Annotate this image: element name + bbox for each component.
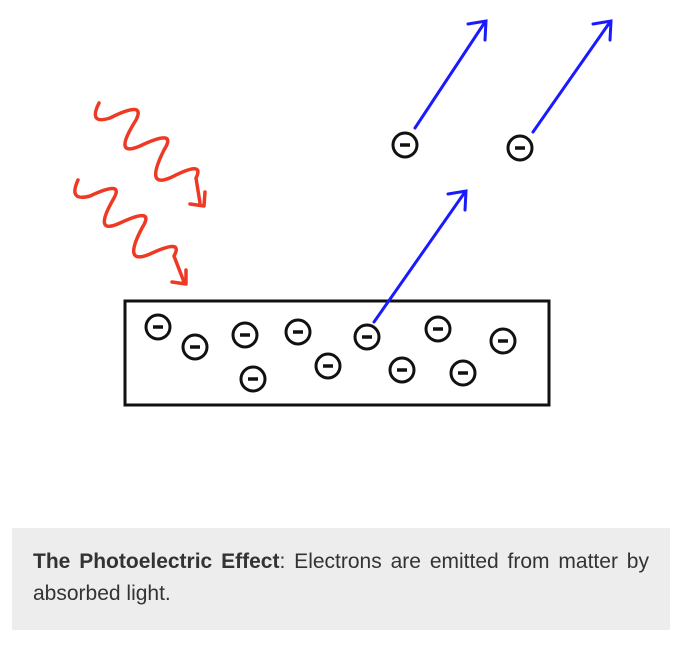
electron bbox=[231, 321, 259, 349]
electron bbox=[506, 134, 534, 162]
electron bbox=[314, 352, 342, 380]
emission-arrow-3 bbox=[372, 189, 468, 324]
electron bbox=[353, 323, 381, 351]
electron bbox=[181, 333, 209, 361]
emission-arrow-1 bbox=[413, 19, 488, 130]
electron bbox=[489, 327, 517, 355]
light-wave-1 bbox=[93, 101, 207, 208]
light-wave-2 bbox=[73, 178, 188, 286]
electron bbox=[144, 313, 172, 341]
electron bbox=[239, 365, 267, 393]
caption-separator: : bbox=[279, 550, 286, 573]
caption-title: The Photoelectric Effect bbox=[33, 550, 280, 573]
electron bbox=[449, 359, 477, 387]
caption-box: The Photoelectric Effect: Electrons are … bbox=[12, 528, 670, 630]
electron bbox=[388, 356, 416, 384]
electron bbox=[284, 318, 312, 346]
caption-text: Electrons are emitted from matter by abs… bbox=[33, 550, 649, 605]
electron bbox=[424, 315, 452, 343]
emission-arrow-2 bbox=[531, 19, 613, 134]
electron bbox=[391, 131, 419, 159]
